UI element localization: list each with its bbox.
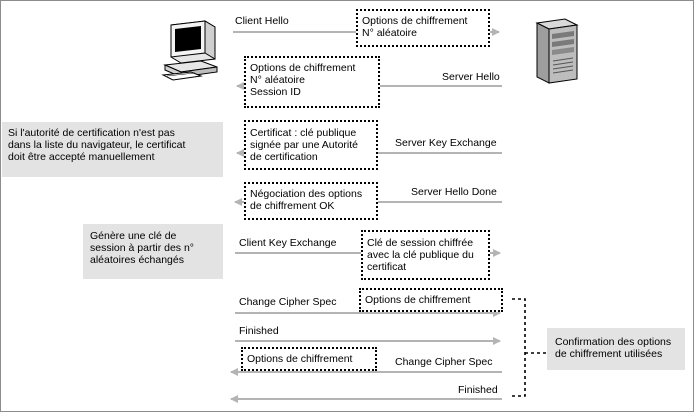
confirmation-note: Confirmation des options de chiffrement …: [547, 328, 685, 370]
box-line: Clé de session chiffrée: [367, 237, 474, 249]
note-line: doit être accepté manuellement: [8, 151, 155, 163]
server-finished-label: Finished: [458, 384, 498, 396]
note-line: session à partir des n°: [90, 242, 195, 254]
box-line: Négociation des options: [250, 188, 363, 200]
client-change-cipher-spec-label: Change Cipher Spec: [239, 296, 337, 308]
certificate-note: Si l'autorité de certification n'est pas…: [2, 122, 223, 177]
box-line: Options de chiffrement: [362, 15, 468, 27]
note-line: Génère une clé de: [90, 230, 177, 242]
negotiation-box: Négociation des options de chiffrement O…: [244, 182, 378, 220]
box-line: Session ID: [250, 86, 301, 98]
server-hello-label: Server Hello: [442, 71, 500, 83]
server-ccs-options-box: Options de chiffrement: [241, 347, 377, 371]
server-change-cipher-spec-label: Change Cipher Spec: [395, 356, 493, 368]
client-key-exchange-label: Client Key Exchange: [239, 237, 337, 249]
box-line: de chiffrement OK: [250, 200, 335, 212]
box-line: N° aléatoire: [250, 74, 305, 86]
box-line: Certificat : clé publique: [250, 127, 357, 139]
box-line: Options de chiffrement: [247, 353, 353, 365]
desktop-computer-icon: [161, 20, 218, 81]
confirmation-bracket: [512, 298, 526, 397]
note-line: dans la liste du navigateur, le certific…: [8, 139, 186, 151]
box-line: certificat: [367, 261, 407, 273]
server-hello-options-box: Options de chiffrement N° aléatoire Sess…: [244, 56, 380, 108]
note-line: de chiffrement utilisées: [555, 348, 663, 360]
note-line: Si l'autorité de certification n'est pas: [8, 127, 175, 139]
box-line: avec la clé publique du: [367, 249, 474, 261]
client-hello-label: Client Hello: [235, 15, 289, 27]
client-hello-options-box: Options de chiffrement N° aléatoire: [356, 9, 490, 47]
client-finished-label: Finished: [239, 325, 279, 337]
note-line: aléatoires échangés: [90, 254, 184, 266]
certificate-box: Certificat : clé publique signée par une…: [244, 120, 378, 170]
server-tower-icon: [535, 18, 579, 84]
box-line: N° aléatoire: [362, 27, 417, 39]
box-line: de certification: [250, 151, 318, 163]
box-line: Options de chiffrement: [250, 62, 356, 74]
server-hello-done-label: Server Hello Done: [411, 186, 497, 198]
note-line: Confirmation des options: [555, 336, 672, 348]
box-line: signée par une Autorité: [250, 139, 358, 151]
server-key-exchange-label: Server Key Exchange: [395, 137, 497, 149]
session-key-note: Génère une clé de session à partir des n…: [83, 224, 223, 279]
session-key-box: Clé de session chiffrée avec la clé publ…: [361, 230, 490, 280]
client-ccs-options-box: Options de chiffrement: [359, 288, 503, 312]
box-line: Options de chiffrement: [365, 294, 471, 306]
